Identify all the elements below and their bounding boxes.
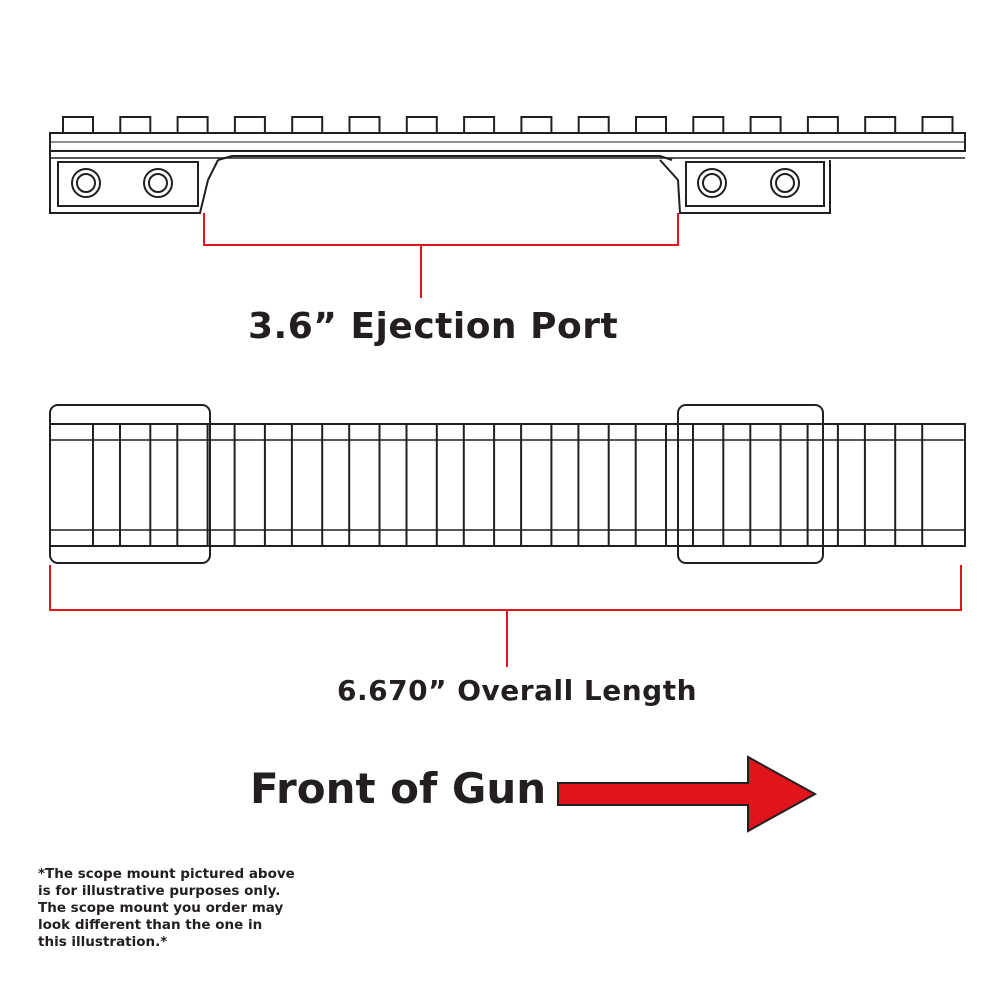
rail-cross-slot	[665, 423, 694, 547]
left-base	[49, 151, 219, 214]
rail-tooth	[577, 116, 610, 134]
ejection-port-dimension	[203, 213, 679, 298]
rail-cross-slot	[206, 423, 236, 547]
rail-tooth	[348, 116, 381, 134]
rail-tooth	[921, 116, 954, 134]
rail-cross-slot	[779, 423, 809, 547]
right-base	[659, 159, 831, 214]
disclaimer-note: *The scope mount pictured above is for i…	[38, 866, 338, 951]
overall-length-dimension	[49, 565, 962, 667]
right-base-top	[677, 404, 824, 564]
rail-cross-slot	[722, 423, 752, 547]
screw-hole	[770, 168, 800, 198]
rail-tooth	[291, 116, 324, 134]
overall-length-label: 6.670” Overall Length	[337, 674, 698, 707]
top-view	[49, 404, 966, 564]
rail-cross-slot	[836, 423, 866, 547]
rail-cross-slot	[607, 423, 637, 547]
screw-hole	[143, 168, 173, 198]
disclaimer-line: this illustration.*	[38, 934, 168, 950]
rail-top-outline	[49, 423, 966, 547]
rail-tooth	[233, 116, 266, 134]
disclaimer-line: The scope mount you order may	[38, 900, 284, 916]
rail-slots	[92, 423, 924, 547]
rail-cross-slot	[263, 423, 293, 547]
disclaimer-line: *The scope mount pictured above	[38, 866, 295, 882]
rail-cross-slot	[550, 423, 580, 547]
side-view	[49, 116, 966, 214]
rail-tooth	[520, 116, 553, 134]
rail-tooth	[463, 116, 496, 134]
rail-cross-slot	[378, 423, 408, 547]
rail-cross-slot	[92, 423, 121, 547]
rail-tooth	[635, 116, 667, 134]
rail-cross-slot	[493, 423, 523, 547]
front-of-gun-label: Front of Gun	[250, 764, 547, 813]
rail-cross-slot	[435, 423, 465, 547]
right-base-pocket	[685, 161, 825, 207]
rail-tooth	[749, 116, 782, 134]
rail-cross-slot	[894, 423, 924, 547]
ejection-port-label: 3.6” Ejection Port	[248, 306, 619, 347]
rail-tooth	[692, 116, 725, 134]
disclaimer-line: look different than the one in	[38, 917, 263, 933]
screw-hole	[697, 168, 727, 198]
rail-teeth	[62, 116, 954, 134]
screw-hole	[71, 168, 101, 198]
rail-tooth	[62, 116, 94, 134]
rail-cross-slot	[149, 423, 179, 547]
rail-tooth	[176, 116, 209, 134]
front-arrow-icon	[557, 755, 818, 833]
left-base-top	[49, 404, 211, 564]
rail-cross-slot	[321, 423, 351, 547]
rail-tooth	[806, 116, 839, 134]
left-base-pocket	[57, 161, 199, 207]
disclaimer-line: is for illustrative purposes only.	[38, 883, 281, 899]
rail-tooth	[864, 116, 897, 134]
rail-tooth	[119, 116, 152, 134]
ejection-port-cut	[217, 155, 673, 161]
rail-tooth	[405, 116, 438, 134]
